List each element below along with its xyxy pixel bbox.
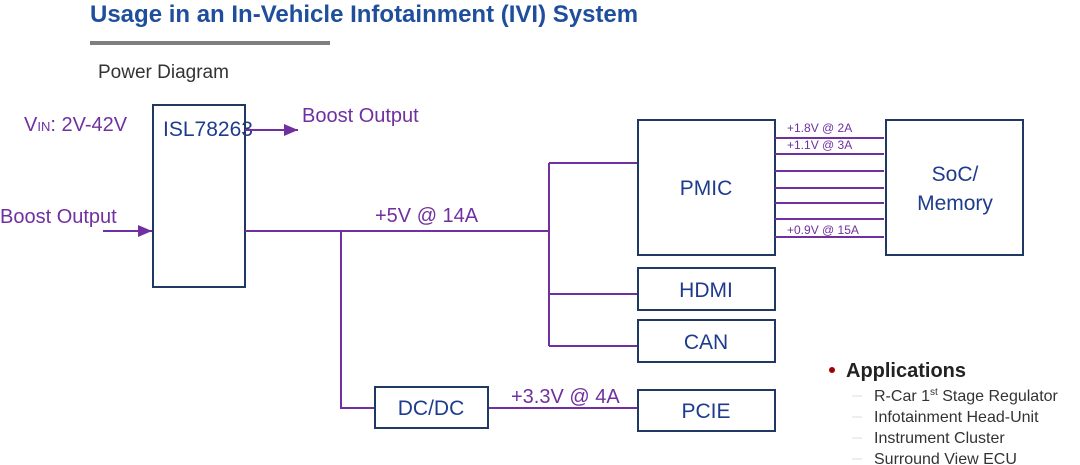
rail-label-1v8: +1.8V @ 2A [787,121,852,135]
pcie-block [637,389,776,432]
isl78263-label: ISL78263 [163,118,253,141]
can-block [637,319,776,363]
rail-label-1v1: +1.1V @ 3A [787,138,852,152]
hdmi-label: HDMI [679,279,733,302]
applications-heading: Applications [846,360,966,382]
applications-list: R-Car 1st Stage Regulator Infotainment H… [852,387,1059,465]
application-item: Surround View ECU [874,451,1017,465]
boost-input-label: Boost Output [0,206,117,228]
main-rail-label: +5V @ 14A [375,205,479,227]
boost-output-label: Boost Output [302,105,419,127]
pcie-label: PCIE [681,400,730,423]
diagram-subtitle: Power Diagram [98,62,229,83]
soc-label-line1: SoC/ [932,163,979,186]
can-label: CAN [684,331,728,354]
application-item: R-Car 1st Stage Regulator [874,387,1059,405]
soc-label-line2: Memory [917,192,993,215]
pmic-label: PMIC [680,177,733,200]
vin-label: VIN: 2V-42V [24,114,128,136]
pcie-rail-label: +3.3V @ 4A [511,386,620,408]
power-wires [245,162,638,409]
pmic-soc-rails [775,137,884,238]
isl78263-block [152,104,246,288]
application-item: Instrument Cluster [874,430,1005,447]
pmic-block [637,119,776,256]
dcdc-block [374,386,489,429]
dcdc-label: DC/DC [398,397,465,420]
application-item: Infotainment Head-Unit [874,409,1039,426]
title-underline [90,41,330,45]
hdmi-block [637,267,776,311]
page-title: Usage in an In-Vehicle Infotainment (IVI… [90,1,638,28]
bullet-icon [829,367,835,373]
rail-label-0v9: +0.9V @ 15A [787,223,859,237]
soc-memory-block [885,119,1024,256]
